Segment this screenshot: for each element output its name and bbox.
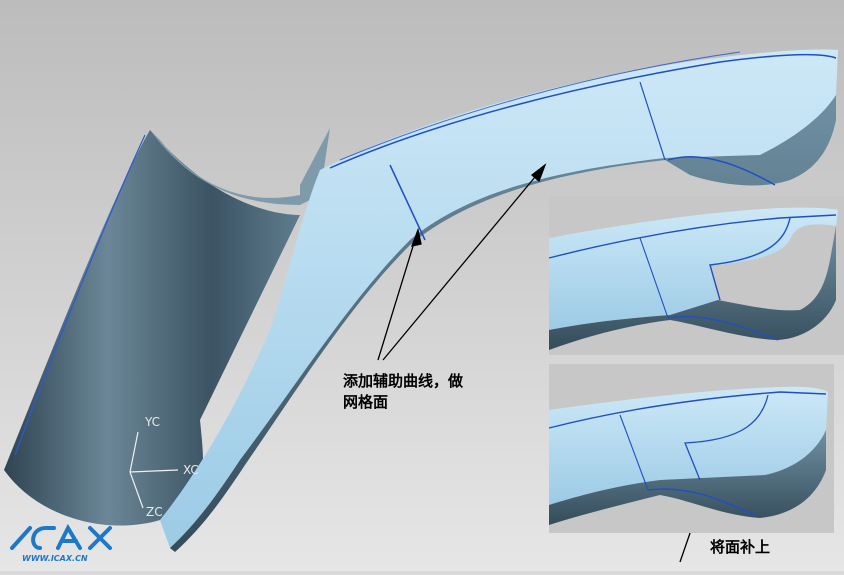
mesh-surface-note: 添加辅助曲线，做 网格面	[343, 372, 464, 411]
axis-label-z: ZC	[146, 505, 163, 519]
wcs-triad: YC XC ZC	[129, 415, 199, 519]
icax-logo: WWW.ICAX.CN	[10, 523, 112, 563]
patch-surface-note: 将面补上	[710, 538, 771, 556]
axis-label-y: YC	[144, 415, 160, 429]
logo-url: WWW.ICAX.CN	[22, 554, 88, 563]
axis-label-x: XC	[183, 463, 199, 477]
main-surface	[160, 49, 838, 552]
inset-after-patch	[548, 364, 834, 533]
inset-before-patch	[548, 196, 844, 355]
